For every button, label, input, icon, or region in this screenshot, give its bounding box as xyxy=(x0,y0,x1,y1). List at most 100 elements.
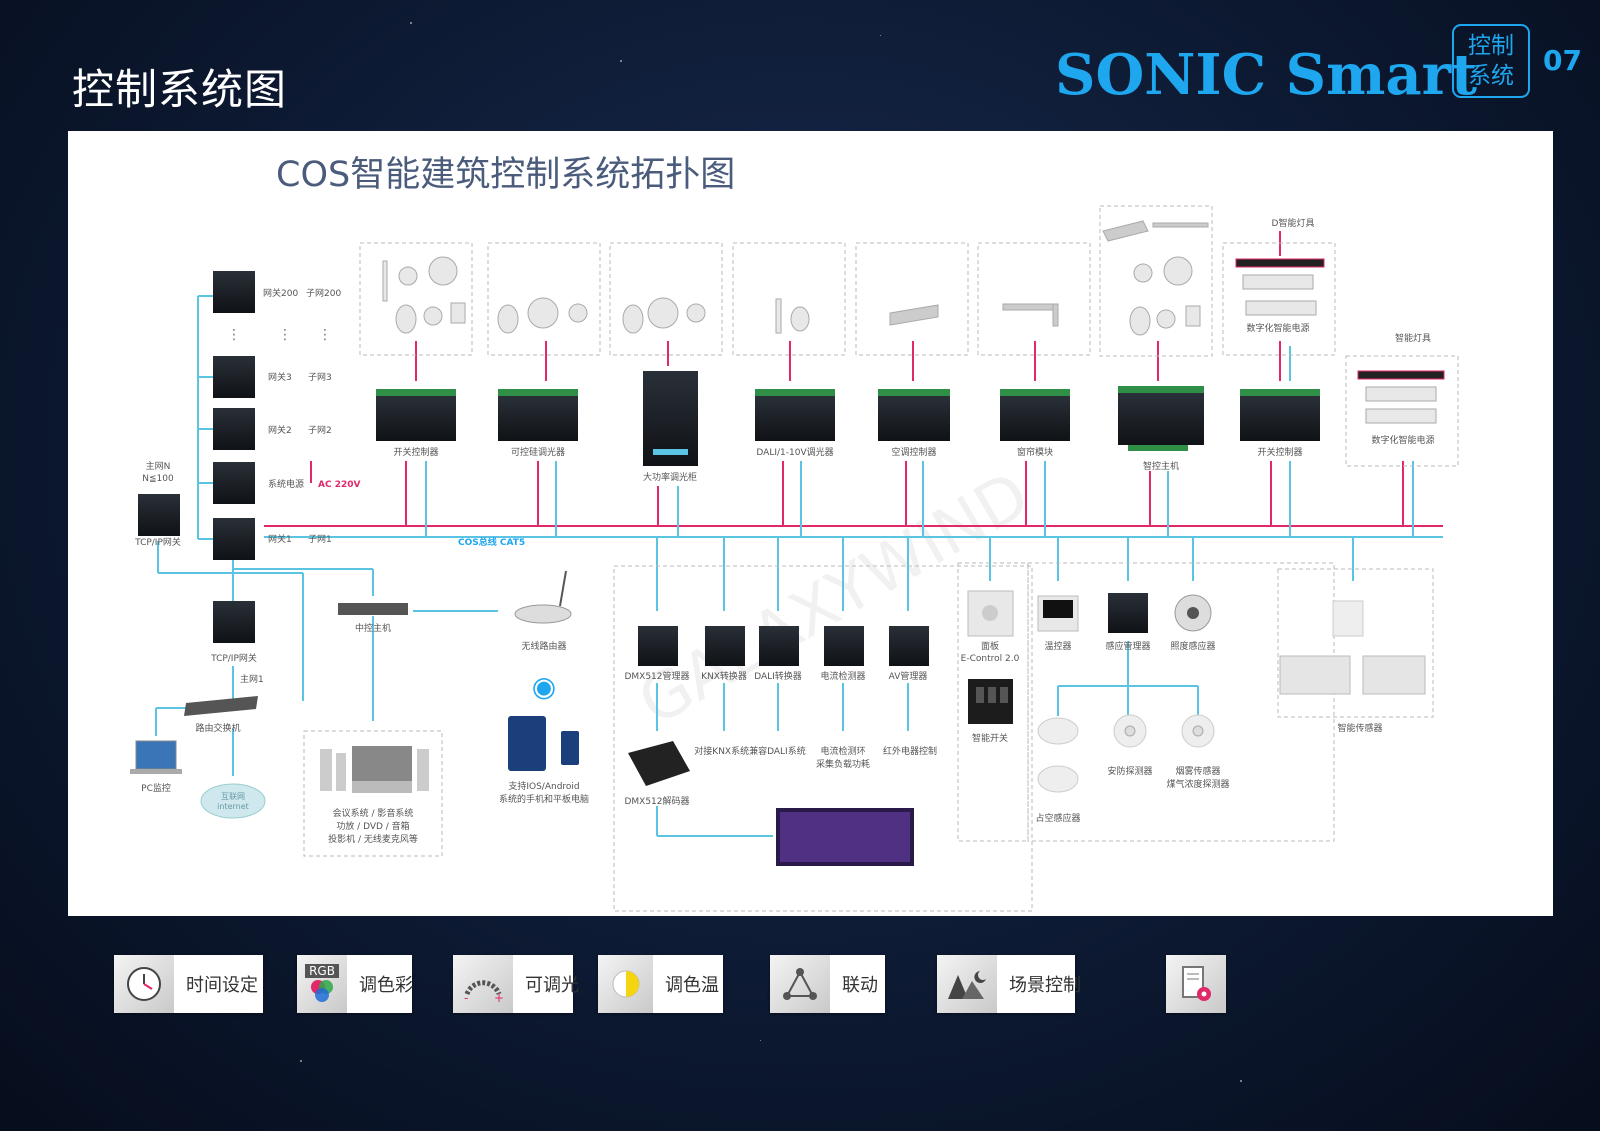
dmx512-decoder-label: DMX512解码器 xyxy=(624,795,689,807)
legend-linkage: 联动 xyxy=(770,955,885,1013)
legend-label-scene: 场景控制 xyxy=(1009,975,1081,996)
legend-label-linkage: 联动 xyxy=(842,975,878,996)
ac-controller-label: 空调控制器 xyxy=(891,446,936,458)
router-switch-label: 路由交换机 xyxy=(195,722,240,734)
top-module-labels: 开关控制器 可控硅调光器 大功率调光柜 DALI/1-10V调光器 空调控制器 … xyxy=(393,446,1302,483)
settings-document-icon xyxy=(1166,955,1226,1013)
power-dimmer-cabinet-label: 大功率调光柜 xyxy=(643,471,697,483)
svg-text:⋮: ⋮ xyxy=(278,327,292,343)
section-badge-line-2: 系统 xyxy=(1468,63,1514,89)
legend-label-dimmable: 可调光 xyxy=(525,975,579,996)
main-gateway-n: 主网N N≦100 TCP/IP网关 xyxy=(134,460,181,548)
legend-dimmable: -+ 可调光 xyxy=(453,955,579,1013)
panel-label: 面板 xyxy=(981,640,999,652)
gas-detector-label: 煤气浓度探测器 xyxy=(1166,778,1229,790)
main-tcpip-gateway-label: TCP/IP网关 xyxy=(134,536,181,548)
gateway-1-label: 网关1 xyxy=(268,533,292,545)
sensor-manager-label: 感应管理器 xyxy=(1105,640,1150,652)
section-badge-line-1: 控制 xyxy=(1468,33,1514,59)
gateway-column: ⋮ ⋮ ⋮ 网关200 子网200 网关3 子网3 网关2 子网2 系统电源 A… xyxy=(213,271,360,560)
system-power-label: 系统电源 xyxy=(268,478,304,490)
bottom-module-group xyxy=(613,565,1033,912)
digital-power-label-2: 数字化智能电源 xyxy=(1371,434,1434,446)
dali-converter-label: DALI转换器 xyxy=(754,670,802,682)
panel-group xyxy=(957,562,1029,842)
e-control-label: E-Control 2.0 xyxy=(961,654,1020,664)
legend-label-time: 时间设定 xyxy=(186,975,258,996)
legend-label-temperature: 调色温 xyxy=(665,975,719,996)
mobile-support-label-2: 系统的手机和平板电脑 xyxy=(499,793,589,805)
lux-sensor-label: 照度感应器 xyxy=(1170,640,1215,652)
knx-converter-label: KNX转换器 xyxy=(701,670,747,682)
legend-scene-control: 场景控制 xyxy=(937,955,1081,1013)
current-detector-label: 电流检测器 xyxy=(820,670,865,682)
pc-monitor-label: PC监控 xyxy=(141,782,171,794)
subnet-1-label: 子网1 xyxy=(308,534,332,545)
knx-dali-note: 对接KNX系统兼容DALI系统 xyxy=(694,745,805,757)
dimmer-icon: -+ xyxy=(453,955,513,1013)
cos-bus-lines xyxy=(155,295,1443,837)
page-title: 控制系统图 xyxy=(72,65,288,114)
dmx512-manager-label: DMX512管理器 xyxy=(624,670,689,682)
top-lamp-groups xyxy=(359,205,1459,467)
smart-lamp-label: 智能灯具 xyxy=(1395,332,1431,344)
bottom-modules: DMX512管理器 KNX转换器 DALI转换器 电流检测器 AV管理器 对接K… xyxy=(624,626,937,866)
smart-sensor-group: 智能传感器 xyxy=(1277,568,1434,734)
mobile-support-label-1: 支持IOS/Android xyxy=(508,780,579,792)
svg-text:-: - xyxy=(464,991,468,1004)
linkage-icon xyxy=(770,955,830,1013)
legend-time-setting: 时间设定 xyxy=(114,955,263,1013)
dali-dimmer-label: DALI/1-10V调光器 xyxy=(756,446,833,458)
wifi-icon: ◉ xyxy=(532,670,556,703)
av-system-label-1: 会议系统 / 影音系统 xyxy=(333,807,414,819)
smart-sensor-label: 智能传感器 xyxy=(1337,722,1382,734)
load-power-note: 采集负载功耗 xyxy=(816,758,870,770)
legend-settings xyxy=(1166,955,1226,1013)
central-host-label: 中控主机 xyxy=(355,622,391,634)
ac-220v-label: AC 220V xyxy=(318,480,360,490)
d-smart-lamp-label: D智能灯具 xyxy=(1272,217,1315,229)
topology-diagram-panel: COS智能建筑控制系统拓扑图 GALAXYWIND xyxy=(68,131,1553,916)
av-manager-label: AV管理器 xyxy=(889,670,928,682)
topology-diagram: COS智能建筑控制系统拓扑图 GALAXYWIND xyxy=(130,155,1459,912)
smoke-sensor-label: 烟雾传感器 xyxy=(1175,765,1220,777)
security-detector-label: 安防探测器 xyxy=(1107,765,1152,777)
wireless-router-label: 无线路由器 xyxy=(521,640,566,652)
clock-icon xyxy=(114,955,174,1013)
scene-icon xyxy=(937,955,997,1013)
switch-controller-label-1: 开关控制器 xyxy=(393,446,438,458)
section-badge: 控制 系统 xyxy=(1452,24,1530,98)
diagram-title: COS智能建筑控制系统拓扑图 xyxy=(276,155,735,195)
subnet-2-label: 子网2 xyxy=(308,425,332,436)
thyristor-dimmer-label: 可控硅调光器 xyxy=(511,446,565,458)
tcpip-gateway-label: TCP/IP网关 xyxy=(210,652,257,664)
svg-text:⋮: ⋮ xyxy=(318,327,332,343)
page-number: 07 xyxy=(1543,44,1582,77)
sensor-group xyxy=(1027,562,1335,842)
power-lines xyxy=(310,231,1404,526)
internet-label-en: internet xyxy=(217,802,249,811)
thermostat-label: 温控器 xyxy=(1044,640,1071,652)
gateway-2-label: 网关2 xyxy=(268,424,292,436)
digital-power-label-1: 数字化智能电源 xyxy=(1246,322,1309,334)
smart-switch-label: 智能开关 xyxy=(972,732,1008,744)
current-ring-note: 电流检测环 xyxy=(820,745,865,757)
gateway-3-label: 网关3 xyxy=(268,371,292,383)
internet-label-cn: 互联网 xyxy=(221,792,245,801)
smart-host-label: 智控主机 xyxy=(1143,460,1179,472)
color-temperature-icon xyxy=(598,955,653,1013)
sensor-devices: 温控器 感应管理器 照度感应器 占空感应器 安防探测器 烟雾传感器 煤气浓度探测… xyxy=(1035,593,1230,824)
legend-color-rgb: RGB 调色彩 xyxy=(297,955,413,1013)
main-net-limit-label: N≦100 xyxy=(142,474,174,484)
av-system-label-3: 投影机 / 无线麦克风等 xyxy=(328,833,418,845)
rgb-icon-text: RGB xyxy=(305,964,339,978)
subnet-3-label: 子网3 xyxy=(308,372,332,383)
svg-text:⋮: ⋮ xyxy=(227,327,241,343)
main-net-n-label: 主网N xyxy=(146,460,171,472)
cos-bus-label: COS总线 CAT5 xyxy=(458,536,525,548)
infrared-control-note: 红外电器控制 xyxy=(883,745,937,757)
subnet-200-label: 子网200 xyxy=(306,288,341,299)
panel-devices: 面板 E-Control 2.0 智能开关 xyxy=(961,590,1020,744)
left-bottom-network: TCP/IP网关 主网1 路由交换机 PC监控 互联网 internet 中控主… xyxy=(130,570,589,857)
gateway-200-label: 网关200 xyxy=(263,287,298,299)
